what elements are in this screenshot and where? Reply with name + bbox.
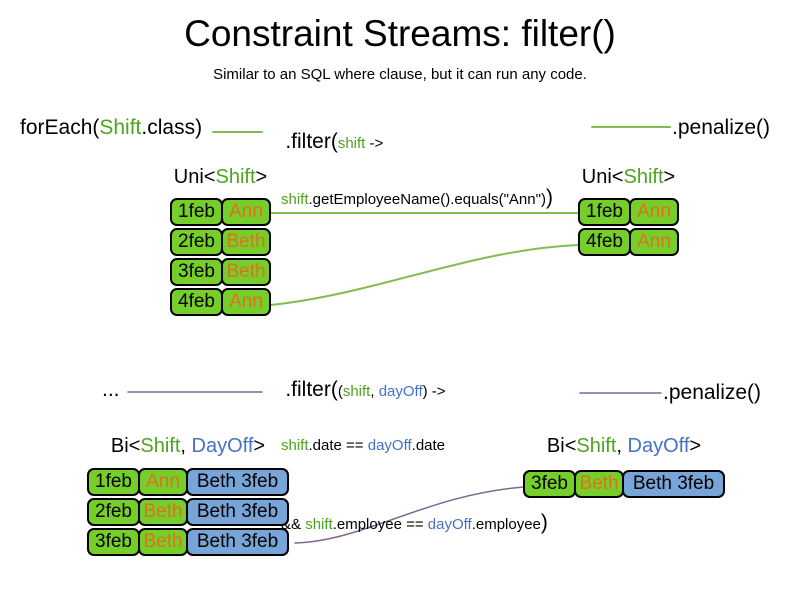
shift-date-cell: 3feb <box>170 258 223 286</box>
uni-header-left: Uni<Shift> <box>170 166 271 189</box>
uni-table-left: 1feb Ann 2feb Beth 3feb Beth 4feb Ann <box>170 198 271 318</box>
dayoff-token: dayOff <box>427 516 472 533</box>
lambda-body-code-token: .getEmployeeName().equals("Ann") <box>308 191 546 208</box>
foreach-expression: forEach(Shift.class) <box>20 116 202 140</box>
shift-employee-cell: Ann <box>629 228 679 256</box>
uni-suffix-token: > <box>255 166 268 188</box>
dayoff-cell: Beth 3feb <box>186 468 289 496</box>
dots-expression: ... <box>102 378 120 401</box>
penalize-expression-2: .penalize() <box>663 381 762 404</box>
table-row: 2feb Beth Beth 3feb <box>87 498 289 526</box>
dayoff-cell: Beth 3feb <box>186 498 289 526</box>
uni-header-right: Uni<Shift> <box>578 166 679 189</box>
class-suffix-token: .class) <box>141 116 203 139</box>
filter-line-1: .filter(shift -> <box>285 130 383 153</box>
connector-bi-tables <box>294 486 525 544</box>
uni-type-token: Shift <box>623 166 664 188</box>
bi-table-right: 3feb Beth Beth 3feb <box>523 470 725 500</box>
shift-employee-cell: Beth <box>221 228 271 256</box>
close-paren-token: ) <box>422 383 428 400</box>
filter-expression-1: .filter(shift -> shift.getEmployeeName()… <box>262 106 553 260</box>
shift-employee-cell: Beth <box>574 470 624 498</box>
filter-condition-1: shift.date == dayOff.date <box>281 432 548 458</box>
dayoff-token: dayOff <box>367 437 412 454</box>
filter-method-token: .filter( <box>285 130 338 153</box>
lambda-body-param-token: shift <box>281 191 309 208</box>
arrow-token: -> <box>365 135 384 152</box>
shift-token: shift <box>305 516 333 533</box>
lambda-param2-token: dayOff <box>378 383 423 400</box>
bi-table-left: 1feb Ann Beth 3feb 2feb Beth Beth 3feb 3… <box>87 468 289 558</box>
shift-date-cell: 2feb <box>170 228 223 256</box>
shift-class-token: Shift <box>99 116 142 139</box>
lambda-param1-token: shift <box>342 383 371 400</box>
shift-employee-cell: Ann <box>221 288 271 316</box>
lambda-param-token: shift <box>337 135 366 152</box>
shift-date-cell: 1feb <box>578 198 631 226</box>
filter-close-paren-token: ) <box>540 511 548 534</box>
bi-suffix-token: > <box>253 435 266 457</box>
uni-prefix-token: Uni< <box>173 166 216 188</box>
bi-header-right: Bi<Shift, DayOff> <box>523 435 725 458</box>
bi-header-left: Bi<Shift, DayOff> <box>87 435 289 458</box>
shift-employee-cell: Beth <box>138 528 188 556</box>
shift-date-cell: 4feb <box>578 228 631 256</box>
filter-body-1: shift.getEmployeeName().equals("Ann")) <box>281 186 553 212</box>
foreach-method-token: forEach( <box>20 116 100 139</box>
dayoff-cell: Beth 3feb <box>622 470 725 498</box>
bi-prefix-token: Bi< <box>546 435 577 457</box>
table-row: 1feb Ann <box>578 198 679 226</box>
table-row: 2feb Beth <box>170 228 271 256</box>
shift-employee-cell: Beth <box>138 498 188 526</box>
shift-date-cell: 1feb <box>87 468 140 496</box>
filter-close-paren-token: ) <box>545 186 553 209</box>
filter-condition-2: && shift.employee == dayOff.employee) <box>281 511 548 537</box>
slide-subtitle: Similar to an SQL where clause, but it c… <box>213 66 587 83</box>
connector-shift-4feb <box>270 244 579 306</box>
bi-suffix-token: > <box>689 435 702 457</box>
shift-employee-cell: Beth <box>221 258 271 286</box>
table-row: 1feb Ann <box>170 198 271 226</box>
open-paren-token: ( <box>337 383 343 400</box>
uni-type-token: Shift <box>215 166 256 188</box>
shift-employee-cell: Ann <box>221 198 271 226</box>
table-row: 1feb Ann Beth 3feb <box>87 468 289 496</box>
shift-date-cell: 3feb <box>87 528 140 556</box>
comma-token: , <box>616 435 628 457</box>
bi-type2-token: DayOff <box>627 435 690 457</box>
shift-token: shift <box>281 437 309 454</box>
filter-expression-2: .filter((shift, dayOff) -> shift.date ==… <box>262 354 548 585</box>
penalize-expression-1: .penalize() <box>672 116 771 139</box>
shift-date-cell: 3feb <box>523 470 576 498</box>
shift-employee-cell: Ann <box>629 198 679 226</box>
table-row: 3feb Beth Beth 3feb <box>523 470 725 498</box>
uni-table-right: 1feb Ann 4feb Ann <box>578 198 679 258</box>
date-eq-token: .date == <box>308 437 368 454</box>
bi-prefix-token: Bi< <box>110 435 141 457</box>
table-row: 4feb Ann <box>578 228 679 256</box>
uni-prefix-token: Uni< <box>581 166 624 188</box>
comma-token: , <box>180 435 192 457</box>
employee-token: .employee <box>471 516 541 533</box>
uni-suffix-token: > <box>663 166 676 188</box>
shift-date-cell: 2feb <box>87 498 140 526</box>
table-row: 3feb Beth <box>170 258 271 286</box>
shift-date-cell: 4feb <box>170 288 223 316</box>
shift-date-cell: 1feb <box>170 198 223 226</box>
slide-title: Constraint Streams: filter() <box>184 13 616 54</box>
arrow-token: -> <box>427 383 446 400</box>
comma-token: , <box>370 383 379 400</box>
table-row: 4feb Ann <box>170 288 271 316</box>
bi-type1-token: Shift <box>140 435 181 457</box>
filter-method-token: .filter( <box>285 378 338 401</box>
table-row: 3feb Beth Beth 3feb <box>87 528 289 556</box>
date-token: .date <box>411 437 446 454</box>
bi-type1-token: Shift <box>576 435 617 457</box>
shift-employee-cell: Ann <box>138 468 188 496</box>
filter-line-1: .filter((shift, dayOff) -> <box>285 378 445 401</box>
bi-type2-token: DayOff <box>191 435 254 457</box>
employee-eq-token: .employee == <box>332 516 428 533</box>
dayoff-cell: Beth 3feb <box>186 528 289 556</box>
